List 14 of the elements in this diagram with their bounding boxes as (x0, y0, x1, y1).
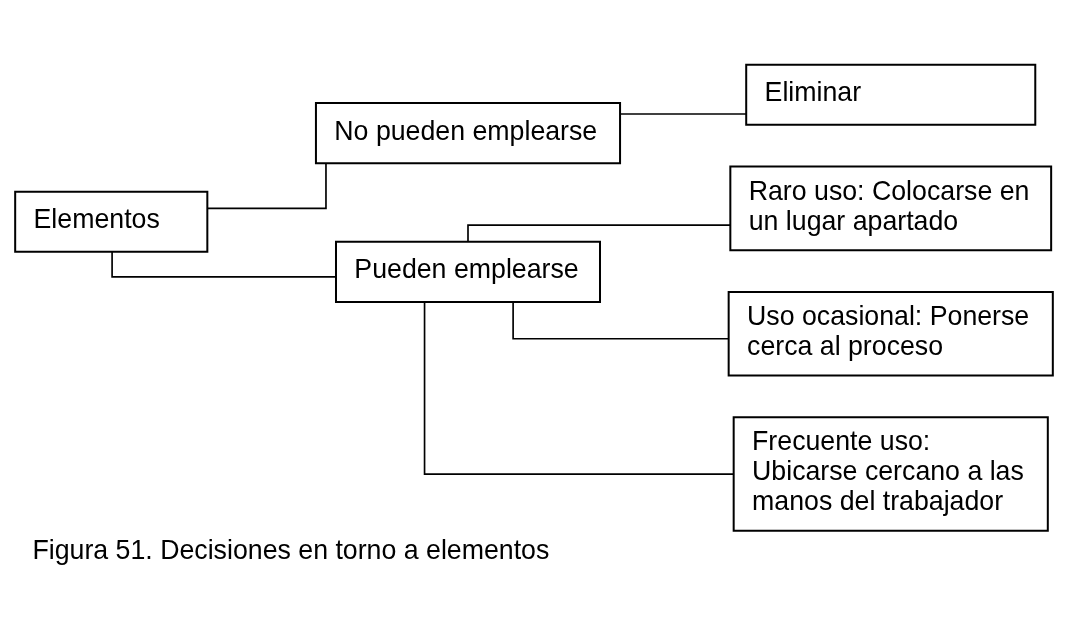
connector (207, 162, 327, 209)
node-box: Uso ocasional: Ponerse cerca al proceso (727, 290, 1054, 376)
caption: Figura 51. Decisiones en torno a elementos (32, 534, 550, 565)
connector (111, 250, 337, 278)
connector (512, 300, 730, 340)
node-box: Eliminar (745, 63, 1037, 126)
connector (423, 300, 735, 475)
connector (619, 112, 747, 115)
node-box: Pueden emplearse (335, 240, 601, 303)
node-box: No pueden emplearse (314, 101, 622, 164)
node-box: Elementos (14, 190, 209, 253)
node-box: Raro uso: Colocarse en un lugar apartado (729, 165, 1053, 251)
node-box: Frecuente uso: Ubicarse cercano a las manos del trabajador (732, 415, 1049, 532)
connector (467, 223, 732, 242)
